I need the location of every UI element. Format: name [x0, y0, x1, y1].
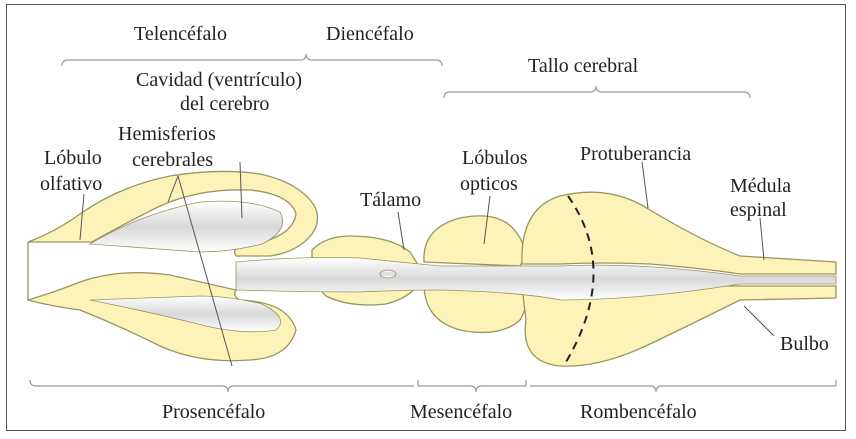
label-talamo: Tálamo [360, 189, 421, 211]
top-brackets [61, 53, 751, 99]
label-mesencefalo: Mesencéfalo [410, 401, 512, 423]
bracket-tallo [443, 85, 751, 99]
label-lobulo-olfativo-2: olfativo [40, 173, 102, 195]
label-cavidad-2: del cerebro [180, 93, 269, 115]
label-telencefalo: Telencéfalo [134, 23, 227, 45]
label-bulbo: Bulbo [780, 333, 829, 355]
label-medula-2: espinal [730, 199, 787, 221]
bracket-telencefalo [61, 53, 443, 67]
pointer-lines [79, 161, 775, 367]
label-lobulos-opticos-1: Lóbulos [462, 147, 528, 169]
label-medula-1: Médula [730, 175, 791, 197]
rhomb-upper [521, 191, 837, 275]
label-lobulos-opticos-2: opticos [460, 173, 518, 195]
label-hemisferios-2: cerebrales [132, 149, 213, 171]
label-prosencefalo: Prosencéfalo [162, 401, 265, 423]
label-protuberancia: Protuberancia [580, 143, 691, 165]
bracket-rombencefalo [530, 380, 837, 393]
upper-hemisphere [27, 170, 319, 257]
ventricle-central [235, 257, 837, 301]
rhomb-lower [521, 285, 837, 367]
ventricles [88, 200, 837, 333]
optic-lobe-upper [423, 215, 525, 267]
ventricle-lower [89, 295, 281, 333]
ventricle-small [379, 269, 397, 279]
label-diencefalo: Diencéfalo [326, 23, 414, 45]
lower-hemisphere [25, 272, 297, 362]
label-lobulo-olfativo-1: Lóbulo [44, 147, 102, 169]
label-hemisferios-1: Hemisferios [118, 123, 216, 145]
label-tallo-cerebral: Tallo cerebral [528, 55, 639, 77]
ventricle-upper [88, 200, 284, 253]
label-cavidad-1: Cavidad (ventrículo) [136, 69, 302, 91]
protuberance-boundary [565, 195, 595, 363]
bottom-brackets [29, 379, 837, 393]
bracket-prosencefalo [29, 379, 414, 393]
label-rombencefalo: Rombencéfalo [580, 401, 697, 423]
bracket-mesencefalo [417, 380, 527, 393]
